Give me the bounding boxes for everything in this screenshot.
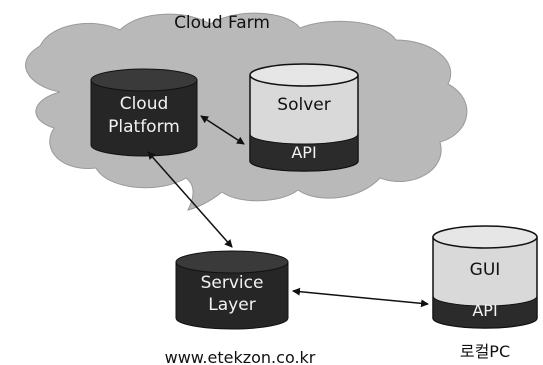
service-layer-cylinder: Service Layer <box>175 250 289 330</box>
cloud-platform-cylinder: Cloud Platform <box>90 68 198 157</box>
solver-api-label: API <box>291 143 316 162</box>
service-layer-label-line2: Layer <box>208 295 255 315</box>
solver-label: Solver <box>277 95 330 115</box>
gui-api-label: API <box>472 301 497 320</box>
cloud-platform-label-line1: Cloud <box>120 94 169 114</box>
gui-label: GUI <box>470 260 501 280</box>
connector-platform-service <box>147 151 233 248</box>
service-layer-label-line1: Service <box>201 273 264 293</box>
connector-platform-solver <box>200 115 245 145</box>
cloud-farm-title: Cloud Farm <box>174 13 270 33</box>
website-caption: www.etekzon.co.kr <box>165 348 316 365</box>
solver-cylinder: Solver API <box>249 63 359 172</box>
cloud-platform-label-line2: Platform <box>108 117 180 137</box>
gui-cylinder: GUI API <box>432 225 538 329</box>
connector-service-gui <box>292 287 429 308</box>
local-pc-caption: 로컬PC <box>460 342 510 361</box>
